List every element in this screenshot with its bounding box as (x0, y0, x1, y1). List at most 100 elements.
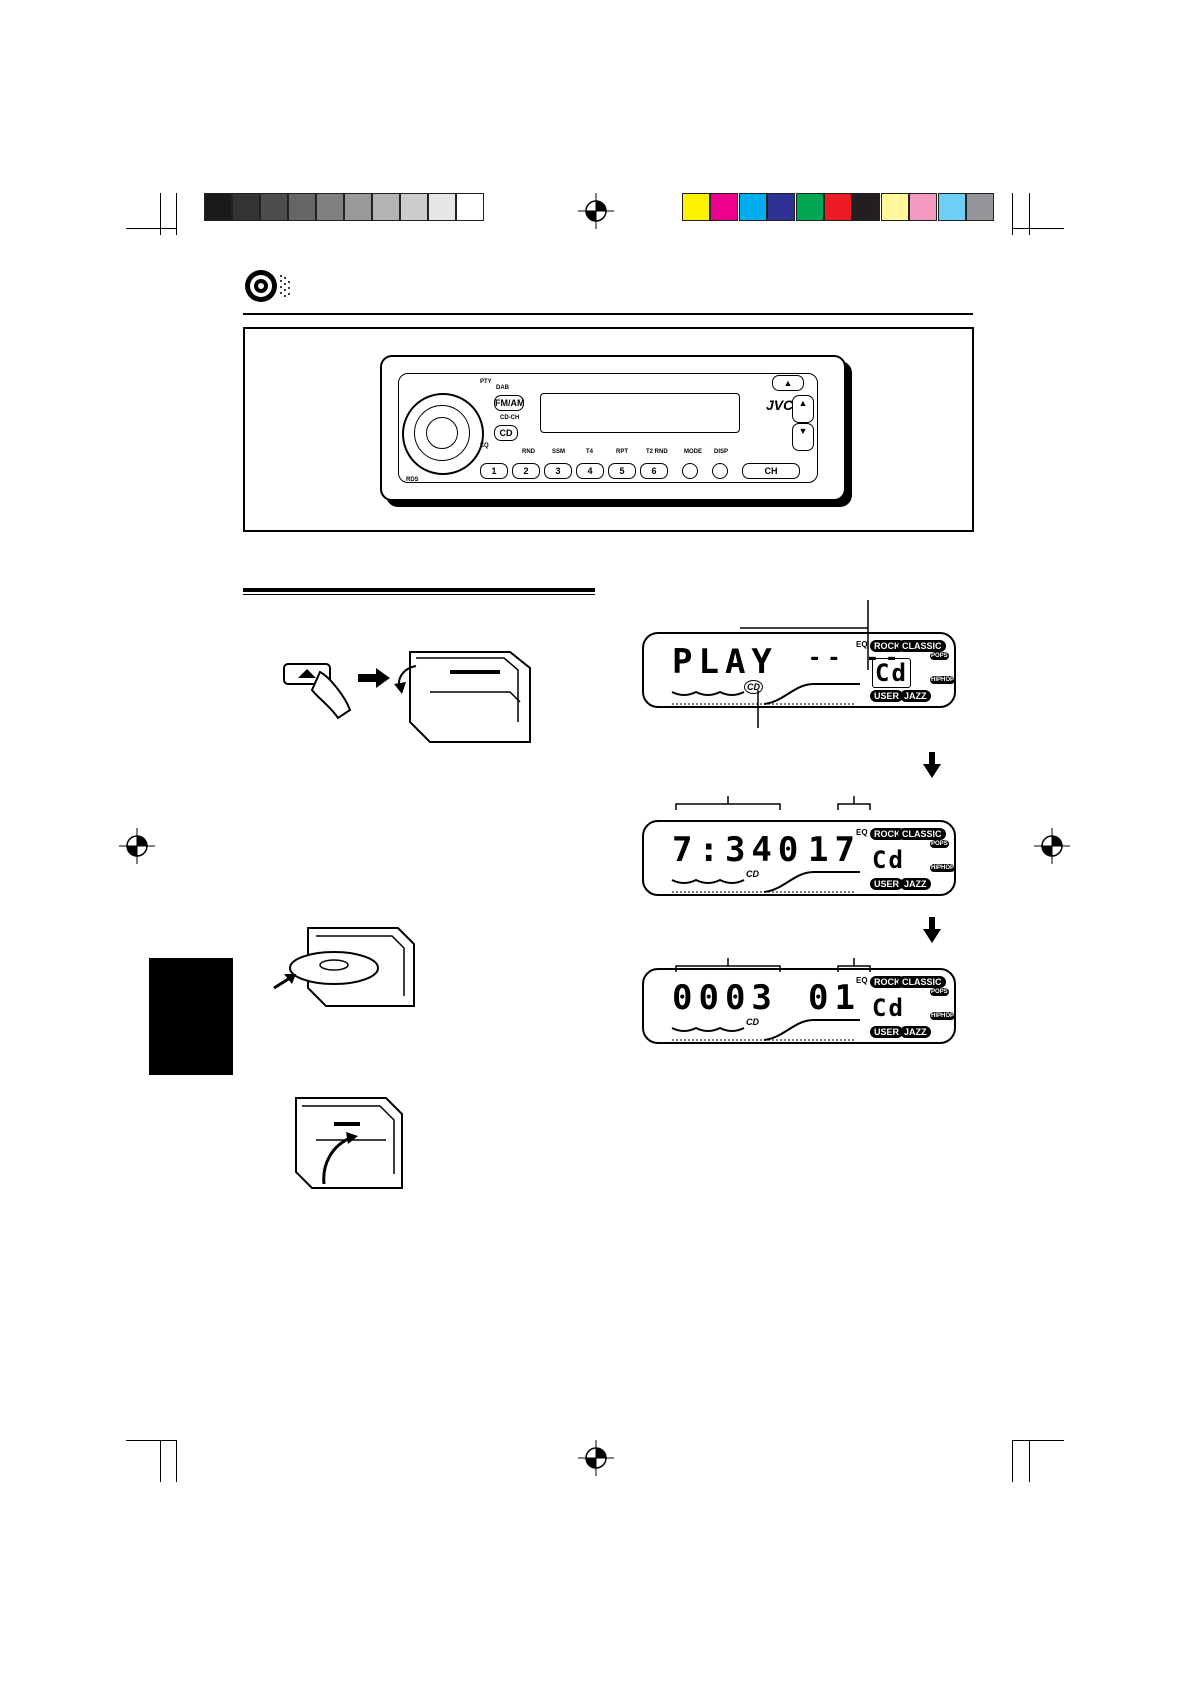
crop-mark (126, 228, 176, 229)
section-rule-thin (243, 594, 595, 595)
volume-knob[interactable] (402, 393, 484, 475)
preset-button-4[interactable]: 4 (576, 463, 604, 479)
registration-mark-icon (119, 828, 155, 864)
mode-button[interactable] (682, 463, 698, 479)
color-swatch (795, 193, 824, 221)
preset-button-6[interactable]: 6 (640, 463, 668, 479)
crop-mark (1012, 1440, 1064, 1441)
crop-mark (160, 193, 161, 235)
eq-mode-classic: CLASSIC (898, 640, 946, 652)
down-button[interactable]: ▼ (792, 423, 814, 451)
color-swatch (710, 193, 739, 221)
unit-illustration-box (243, 327, 974, 532)
header-rule (243, 313, 973, 315)
color-swatch (852, 193, 881, 221)
display-track-readout: 01 (808, 978, 861, 1018)
color-swatch (767, 193, 796, 221)
eq-mode-rock: ROCK (870, 828, 905, 840)
close-panel-illustration (295, 1097, 403, 1189)
eq-mode-jazz: JAZZ (900, 690, 931, 702)
eq-mode-pops: POPS (930, 840, 949, 848)
cd-badge-icon: CD (746, 869, 759, 879)
source-indicator: Cd (872, 658, 911, 688)
dab-label: DAB (496, 385, 509, 391)
gray-swatch (372, 193, 400, 221)
eq-mode-jazz: JAZZ (900, 878, 931, 890)
eq-mode-rock: ROCK (870, 976, 905, 988)
crop-mark (1029, 193, 1030, 235)
display-level-curve (671, 683, 860, 705)
source-indicator: Cd (872, 846, 905, 874)
cd-icon (245, 270, 290, 302)
crop-mark (176, 193, 177, 235)
disp-label: DISP (714, 449, 729, 455)
gray-swatch (400, 193, 428, 221)
gray-swatch (232, 193, 260, 221)
rpt-label: RPT (616, 449, 628, 455)
eq-mode-user: USER (870, 690, 904, 702)
crop-mark (176, 1440, 177, 1482)
eq-mode-pops: POPS (930, 652, 949, 660)
color-swatch (937, 193, 966, 221)
registration-mark-icon (578, 1440, 614, 1476)
unit-display-window (540, 393, 740, 433)
gray-swatch (344, 193, 372, 221)
eject-button[interactable]: ▲ (772, 375, 804, 391)
cd-badge-icon: CD (746, 1017, 759, 1027)
eq-mode-hiphop: HIPHOP (930, 676, 956, 684)
eq-label: EQ (856, 640, 868, 649)
crop-mark (1012, 228, 1064, 229)
preset-button-5[interactable]: 5 (608, 463, 636, 479)
section-rule (243, 588, 595, 592)
preset-button-1[interactable]: 1 (480, 463, 508, 479)
fm-am-button[interactable]: FM/AM (494, 395, 525, 411)
eq-mode-classic: CLASSIC (898, 976, 946, 988)
crop-mark (1029, 1440, 1030, 1482)
eq-mode-rock: ROCK (870, 640, 905, 652)
crop-mark (1012, 1440, 1013, 1482)
rnd-label: RND (522, 449, 535, 455)
eq-mode-hiphop: HIPHOP (930, 864, 956, 872)
display-track-readout: 17 (808, 830, 861, 870)
gray-swatch (316, 193, 344, 221)
up-button[interactable]: ▲ (792, 395, 814, 423)
eq-mode-hiphop: HIPHOP (930, 1012, 956, 1020)
arrow-down-icon (923, 752, 941, 778)
display-main-readout: 7:340 (672, 830, 805, 870)
mode-label: MODE (684, 449, 702, 455)
color-swatch (880, 193, 909, 221)
color-swatch (824, 193, 852, 221)
ch-button[interactable]: CH (742, 463, 800, 479)
eject-panel-illustration (283, 651, 531, 743)
crop-mark (1012, 193, 1013, 235)
source-indicator: Cd (872, 994, 905, 1022)
rds-label: RDS (406, 477, 419, 483)
preset-button-3[interactable]: 3 (544, 463, 572, 479)
display-main-readout: PLAY (672, 642, 778, 682)
disp-button[interactable] (712, 463, 728, 479)
color-swatch (966, 193, 994, 221)
registration-mark-icon (578, 193, 614, 229)
gray-swatch (428, 193, 456, 221)
callout-lines (675, 600, 871, 972)
eq-label: EQ (856, 976, 868, 985)
color-swatch (909, 193, 938, 221)
cd-badge-icon: CD (744, 680, 763, 694)
display-level-curve (671, 1019, 860, 1041)
crop-mark (160, 1440, 161, 1482)
gray-swatch (288, 193, 316, 221)
brand-logo: JVC (766, 397, 794, 413)
eq-mode-jazz: JAZZ (900, 1026, 931, 1038)
cd-button[interactable]: CD (494, 425, 518, 441)
eq-mode-user: USER (870, 878, 904, 890)
t2rnd-label: T2 RND (646, 449, 668, 455)
preset-button-2[interactable]: 2 (512, 463, 540, 479)
pty-label: PTY (480, 379, 492, 385)
color-swatch (738, 193, 767, 221)
crop-mark (126, 1440, 176, 1441)
